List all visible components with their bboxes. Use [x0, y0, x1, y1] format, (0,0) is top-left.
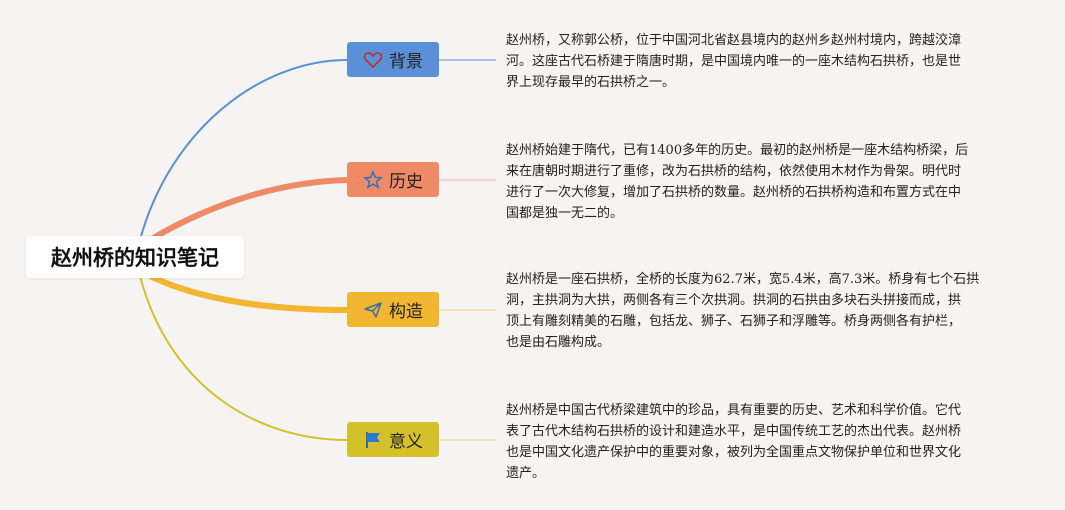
heart-icon — [363, 50, 383, 70]
branch-significance-label: 意义 — [389, 432, 423, 452]
branch-construction-label: 构造 — [389, 302, 423, 322]
branch-history[interactable]: 历史 — [347, 162, 439, 197]
star-icon — [363, 169, 383, 190]
flag-icon — [363, 430, 383, 450]
connector-history — [148, 177, 348, 243]
connector-significance — [139, 275, 348, 441]
branch-background-label: 背景 — [389, 52, 423, 72]
branch-construction[interactable]: 构造 — [347, 292, 439, 327]
branch-significance[interactable]: 意义 — [347, 422, 439, 457]
note-history: 赵州桥始建于隋代，已有1400多年的历史。最初的赵州桥是一座木结构桥梁，后 来在… — [506, 143, 969, 221]
root-node-title[interactable]: 赵州桥的知识笔记 — [26, 236, 244, 278]
paper-plane-icon — [363, 300, 383, 320]
connector-background — [139, 59, 348, 241]
note-background: 赵州桥，又称郭公桥，位于中国河北省赵县境内的赵州乡赵州村境内，跨越洨漳 河。这座… — [506, 33, 962, 90]
branch-background[interactable]: 背景 — [347, 42, 439, 77]
branch-history-label: 历史 — [389, 172, 423, 192]
note-construction: 赵州桥是一座石拱桥，全桥的长度为62.7米，宽5.4米，高7.3米。桥身有七个石… — [506, 272, 980, 350]
note-significance: 赵州桥是中国古代桥梁建筑中的珍品，具有重要的历史、艺术和科学价值。它代 表了古代… — [506, 403, 962, 481]
connector-construction — [148, 273, 348, 313]
